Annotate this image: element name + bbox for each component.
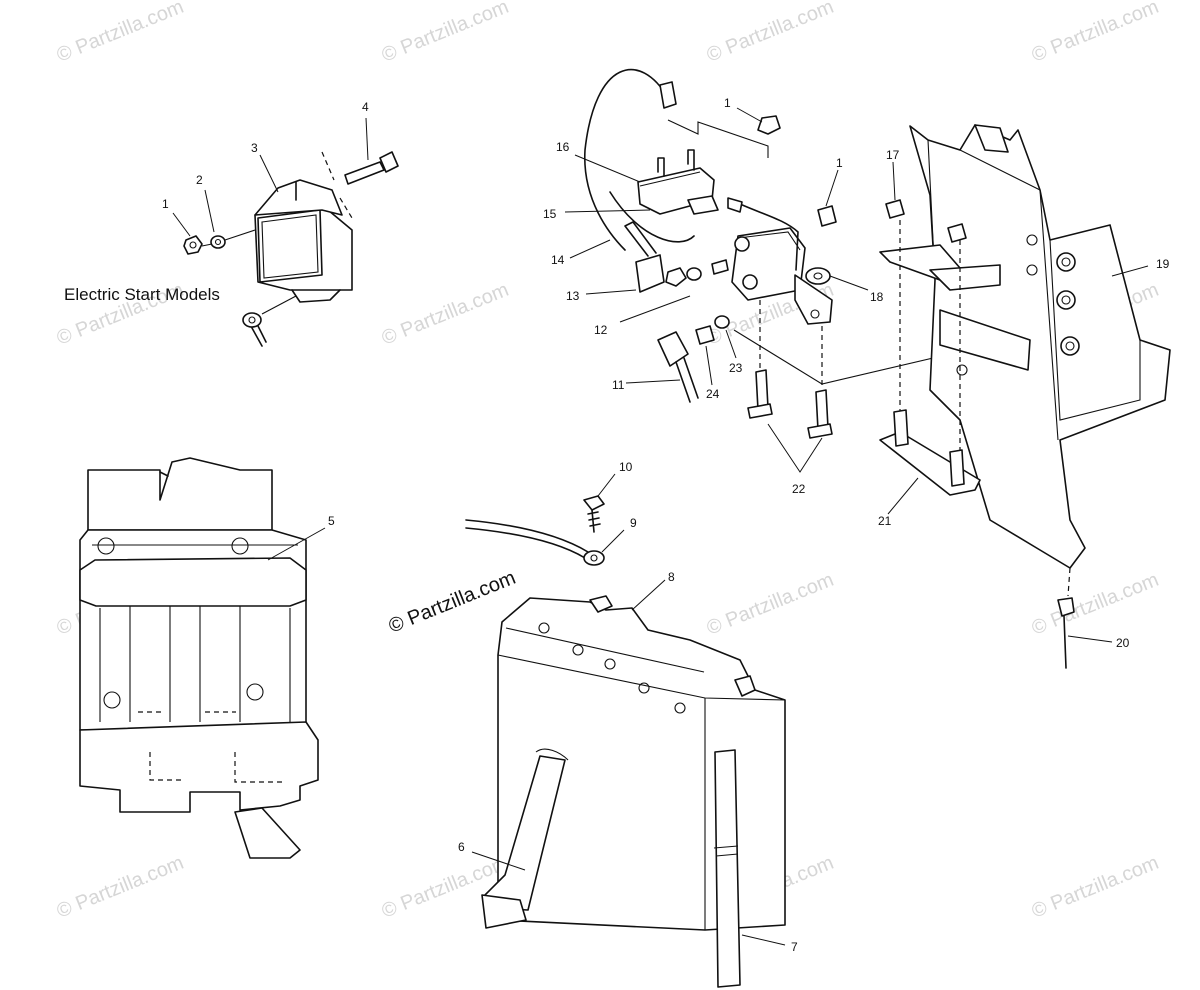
watermark-6: © Partzilla.com (379, 279, 512, 350)
callout-11: 11 (612, 378, 625, 392)
callout-23: 23 (729, 361, 743, 375)
callout-6: 6 (458, 840, 465, 854)
watermark-4: © Partzilla.com (1029, 0, 1162, 67)
callout-1-top: 1 (724, 96, 731, 110)
battery-box (79, 457, 319, 859)
callout-12: 12 (594, 323, 608, 337)
electric-start-caption: Electric Start Models (64, 285, 220, 304)
callouts: 1 2 3 4 5 6 7 8 9 10 11 12 13 14 15 16 1… (162, 96, 1170, 954)
callout-24: 24 (706, 387, 720, 401)
mounting-bracket (879, 124, 1171, 669)
callout-15: 15 (543, 207, 557, 221)
leader-lines (172, 107, 1149, 946)
callout-13: 13 (566, 289, 580, 303)
watermark-center: © Partzilla.com (386, 567, 519, 638)
callout-9: 9 (630, 516, 637, 530)
callout-4: 4 (362, 100, 369, 114)
watermark-2: © Partzilla.com (379, 0, 512, 67)
callout-2: 2 (196, 173, 203, 187)
callout-5: 5 (328, 514, 335, 528)
watermark-12: © Partzilla.com (54, 852, 187, 923)
callout-17: 17 (886, 148, 900, 162)
regulator-assembly (183, 151, 399, 347)
callout-21: 21 (878, 514, 892, 528)
watermark-3: © Partzilla.com (704, 0, 837, 67)
callout-1-right: 1 (836, 156, 843, 170)
callout-1-left: 1 (162, 197, 169, 211)
callout-16: 16 (556, 140, 570, 154)
callout-3: 3 (251, 141, 258, 155)
callout-14: 14 (551, 253, 565, 267)
callout-22: 22 (792, 482, 806, 496)
watermark-10: © Partzilla.com (704, 569, 837, 640)
watermark-15: © Partzilla.com (1029, 852, 1162, 923)
battery (465, 495, 786, 988)
callout-20: 20 (1116, 636, 1130, 650)
solenoid-assembly (584, 68, 1011, 439)
watermark-11: © Partzilla.com (1029, 569, 1162, 640)
callout-18: 18 (870, 290, 884, 304)
callout-7: 7 (791, 940, 798, 954)
callout-10: 10 (619, 460, 633, 474)
callout-8: 8 (668, 570, 675, 584)
callout-19: 19 (1156, 257, 1170, 271)
watermark-1: © Partzilla.com (54, 0, 187, 67)
